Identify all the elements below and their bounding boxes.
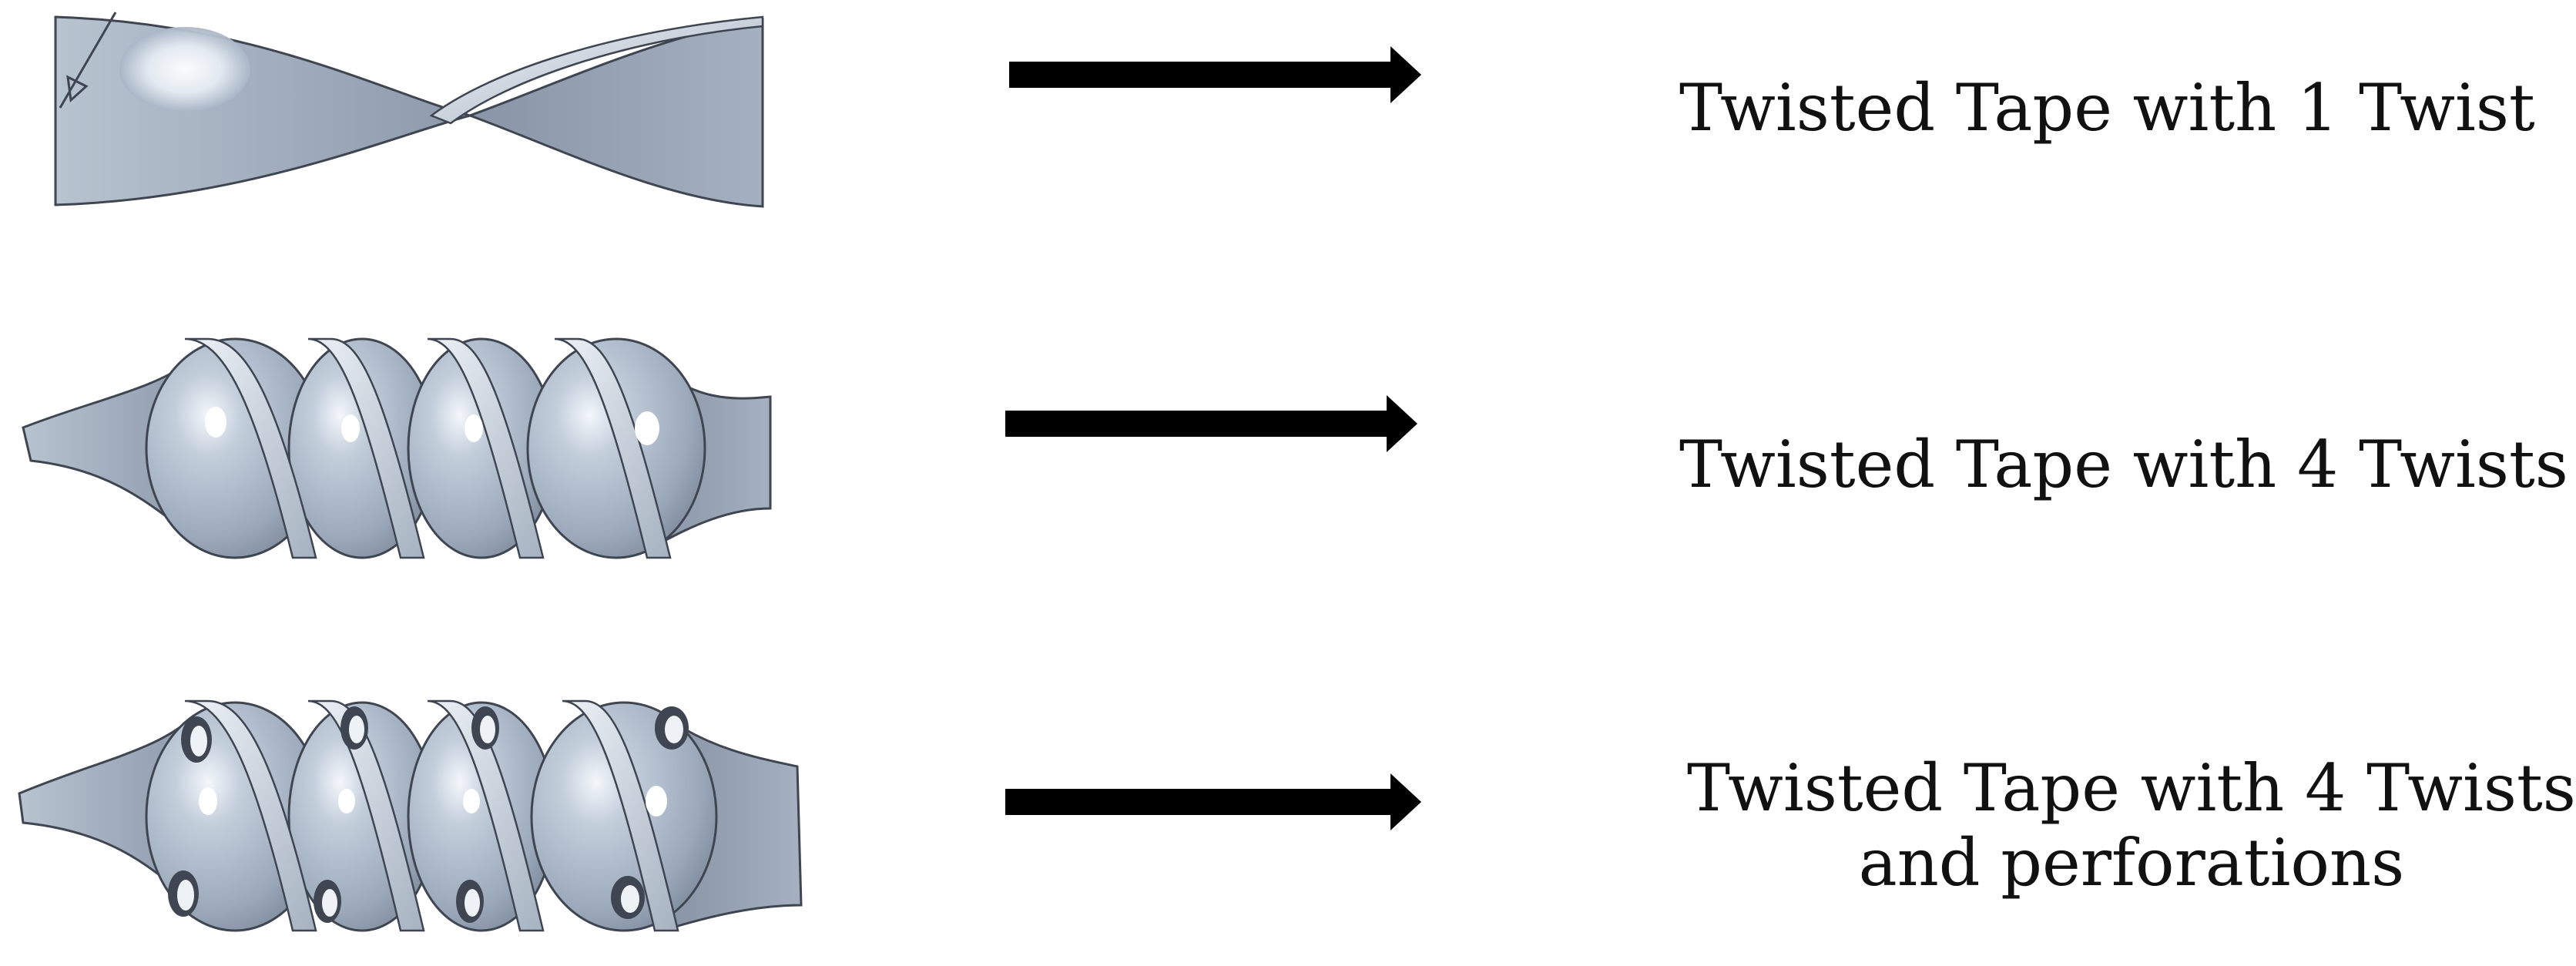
arrow-3 bbox=[1005, 773, 1421, 830]
label-twisted-tape-1-twist: Twisted Tape with 1 Twist bbox=[1679, 71, 2535, 146]
label-line: Twisted Tape with 1 Twist bbox=[1679, 70, 2535, 146]
label-line: Twisted Tape with 4 Twists bbox=[1679, 427, 2568, 502]
diagram-art bbox=[18, 12, 1421, 932]
tape-4-twists-perforated-image bbox=[18, 699, 803, 932]
tape-1-twist-image bbox=[54, 12, 764, 208]
arrow-1 bbox=[1009, 46, 1421, 103]
arrow-2 bbox=[1005, 395, 1417, 452]
label-twisted-tape-4-twists: Twisted Tape with 4 Twists bbox=[1679, 428, 2568, 502]
label-twisted-tape-4-twists-perforated: Twisted Tape with 4 Twists and perforati… bbox=[1687, 751, 2576, 900]
label-line: Twisted Tape with 4 Twists bbox=[1687, 750, 2576, 826]
tape-4-twists-image bbox=[22, 337, 772, 559]
diagram-canvas: Twisted Tape with 1 Twist Twisted Tape w… bbox=[18, 12, 2576, 932]
label-line: and perforations bbox=[1858, 824, 2405, 901]
